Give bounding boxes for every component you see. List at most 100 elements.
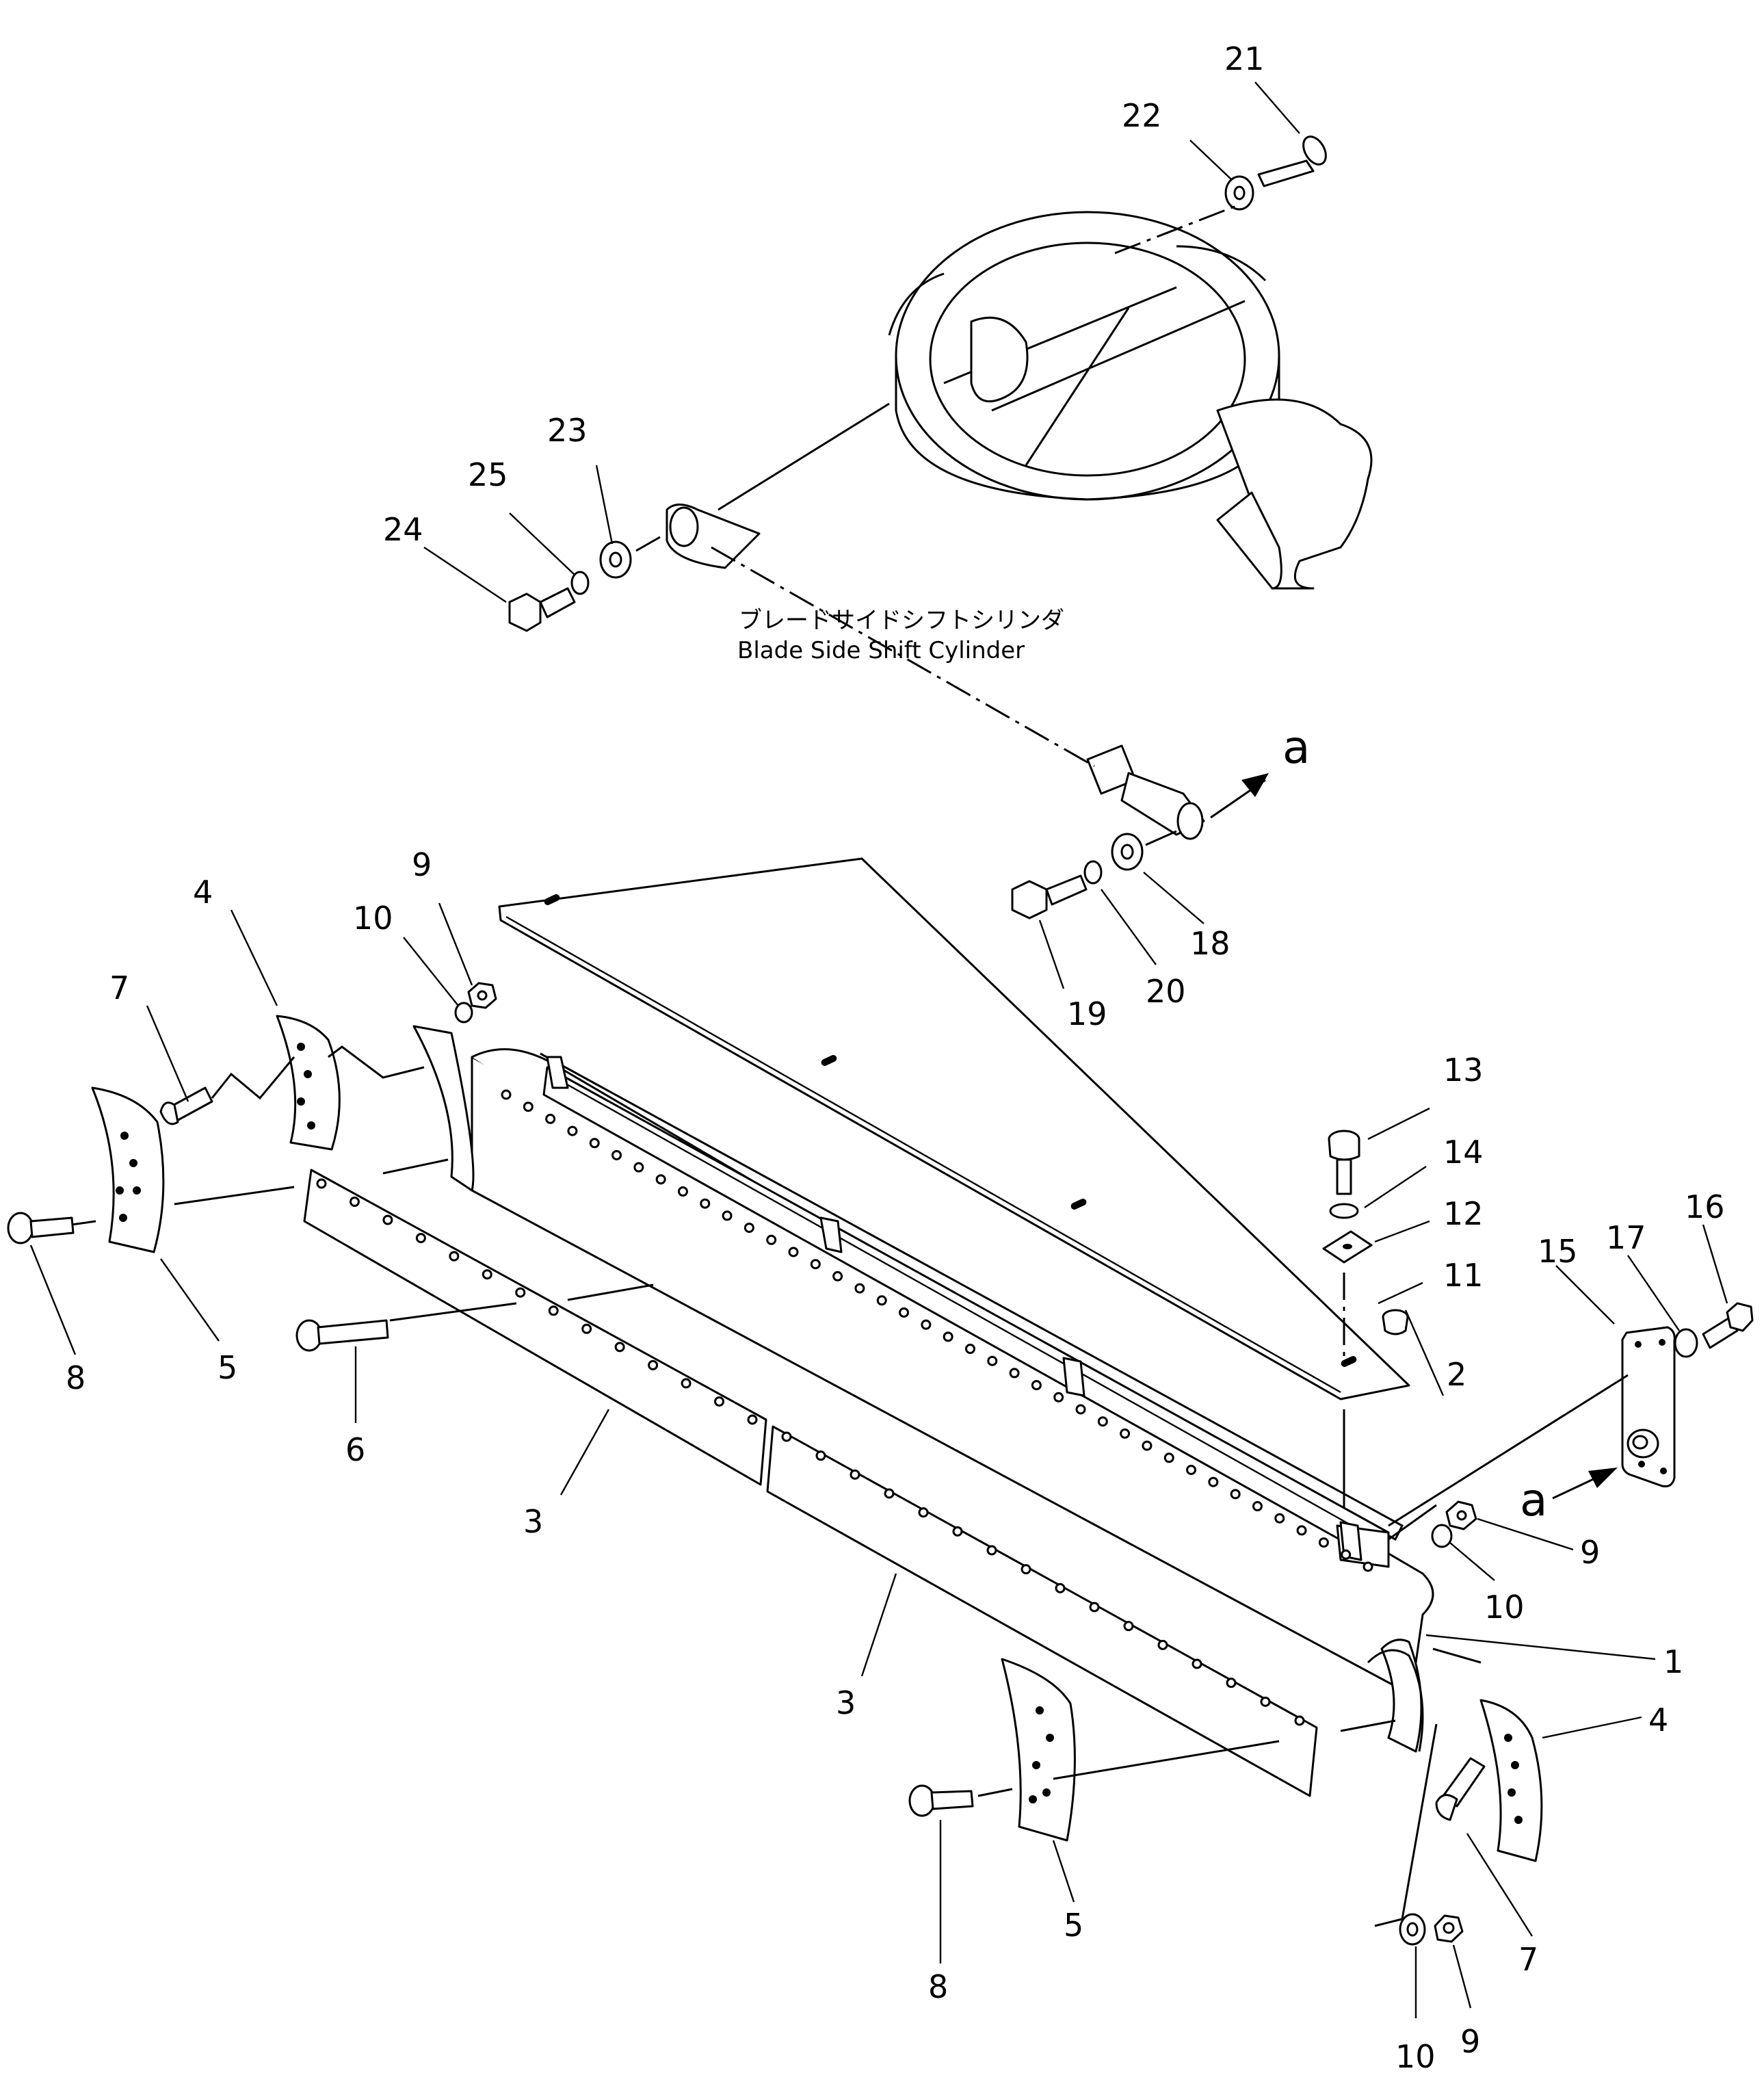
bolt-hole: [700, 1198, 711, 1209]
washer-10-bottom: [1399, 1913, 1426, 1946]
bolt-hole: [781, 1431, 792, 1442]
bolt-hole: [1123, 1621, 1134, 1632]
plate-12: [1322, 1230, 1373, 1264]
bolt-hole: [633, 1162, 644, 1173]
bolt-hole: [515, 1287, 526, 1298]
bolt-hole: [1089, 1602, 1100, 1613]
callout-13: 13: [1443, 1052, 1484, 1088]
callout-22: 22: [1122, 97, 1162, 134]
bolt-hole: [714, 1396, 725, 1407]
callout-1: 1: [1663, 1643, 1683, 1680]
lockwasher-20: [1083, 860, 1103, 885]
bolt-hole: [1186, 1464, 1197, 1475]
callout-3-right: 3: [836, 1684, 856, 1721]
bolt-hole: [1363, 1561, 1373, 1572]
washer-17: [1674, 1328, 1698, 1358]
bolt-hole: [986, 1545, 997, 1556]
callout-21: 21: [1224, 40, 1265, 77]
bolt-hole: [1097, 1416, 1108, 1427]
arrow-a-top: a: [1210, 721, 1310, 819]
callout-16: 16: [1685, 1188, 1725, 1225]
bolt-hole: [1252, 1501, 1263, 1512]
bolt-hole: [854, 1283, 865, 1294]
bolt-hole: [1053, 1392, 1064, 1403]
top-plate-11: [498, 857, 1410, 1400]
bolt-hole: [614, 1342, 625, 1353]
bolt-hole: [952, 1526, 963, 1537]
bolt-hole: [449, 1251, 460, 1262]
bolt-hole: [681, 1378, 692, 1389]
bolt-hole: [876, 1295, 887, 1306]
bolt-21: [1257, 135, 1327, 187]
washer-10-right: [1431, 1524, 1453, 1548]
bolt-hole: [1031, 1380, 1042, 1391]
assembly-lines: [71, 1045, 1482, 1927]
bolt-16: [1702, 1302, 1754, 1349]
bolt-hole: [766, 1234, 777, 1245]
cylinder-label-jp: ブレードサイドシフトシリンダ: [739, 607, 1064, 634]
callout-3-left: 3: [523, 1503, 543, 1540]
arrow-a-top-label: a: [1282, 721, 1310, 774]
bolt-hole: [1230, 1489, 1241, 1500]
washer-10-top: [454, 1002, 473, 1024]
moldboard-holes: [501, 1089, 1373, 1572]
bolt-hole: [850, 1469, 860, 1480]
washer-23: [599, 540, 632, 579]
callout-20: 20: [1146, 973, 1186, 1010]
bolt-hole: [1055, 1582, 1066, 1593]
callout-7-right: 7: [1518, 1941, 1538, 1978]
bolt-hole: [788, 1247, 799, 1257]
bolt-hole: [523, 1101, 534, 1112]
bolt-hole: [677, 1186, 688, 1197]
bolt-hole: [1120, 1428, 1131, 1439]
callout-18: 18: [1190, 925, 1230, 962]
callout-10-bottom: 10: [1395, 2038, 1436, 2073]
bolt-7-left: [159, 1086, 213, 1125]
bolt-hole: [415, 1233, 426, 1244]
callout-12: 12: [1443, 1195, 1484, 1232]
leader-lines: [29, 81, 1728, 2018]
bracket-15: [1621, 1326, 1676, 1487]
bolt-hole: [1208, 1476, 1219, 1487]
bushing-2: [1382, 1309, 1409, 1335]
callout-10-right: 10: [1484, 1589, 1525, 1626]
end-plate-4-right: [1479, 1699, 1543, 1862]
arrow-a-right: a: [1520, 1468, 1618, 1526]
bolt-hole: [482, 1269, 492, 1280]
bolt-hole: [987, 1355, 998, 1366]
cutting-edge-3-right: [766, 1425, 1318, 1797]
bolt-hole: [1296, 1525, 1307, 1536]
callout-14: 14: [1443, 1134, 1484, 1171]
bolt-hole: [316, 1178, 327, 1189]
bolt-hole: [382, 1214, 393, 1225]
end-plate-4-left: [276, 1015, 341, 1151]
bolt-hole: [1009, 1368, 1020, 1379]
bolt-hole: [918, 1507, 929, 1518]
callout-23: 23: [547, 412, 588, 449]
nut-9-bottom: [1434, 1914, 1464, 1943]
callout-2: 2: [1447, 1356, 1466, 1393]
bolt-hole: [648, 1359, 659, 1370]
bolt-6: [295, 1319, 389, 1352]
bolt-7-right: [1435, 1757, 1486, 1821]
callout-17: 17: [1606, 1219, 1646, 1256]
callout-4-left: 4: [193, 874, 213, 911]
lockwasher-25: [570, 571, 590, 595]
callout-5-right: 5: [1064, 1907, 1083, 1944]
side-shift-cylinder: [666, 504, 1205, 840]
nut-9-top: [467, 982, 497, 1009]
callout-9-top: 9: [412, 846, 432, 883]
callout-numbers: 21 22 23 25 24 18 19 20 9 10 4 7 8 5 6 3…: [66, 40, 1725, 2073]
end-bit-5-left: [91, 1086, 165, 1253]
washer-22: [1224, 175, 1254, 211]
bolt-19: [1011, 874, 1088, 920]
bolt-hole: [1318, 1537, 1329, 1548]
callout-8-right: 8: [928, 1968, 948, 2005]
bolt-8-right: [908, 1784, 974, 1817]
bolt-hole: [1021, 1564, 1031, 1575]
callout-11: 11: [1443, 1257, 1484, 1294]
bolt-hole: [1192, 1658, 1202, 1669]
bolt-hole: [1294, 1715, 1305, 1726]
